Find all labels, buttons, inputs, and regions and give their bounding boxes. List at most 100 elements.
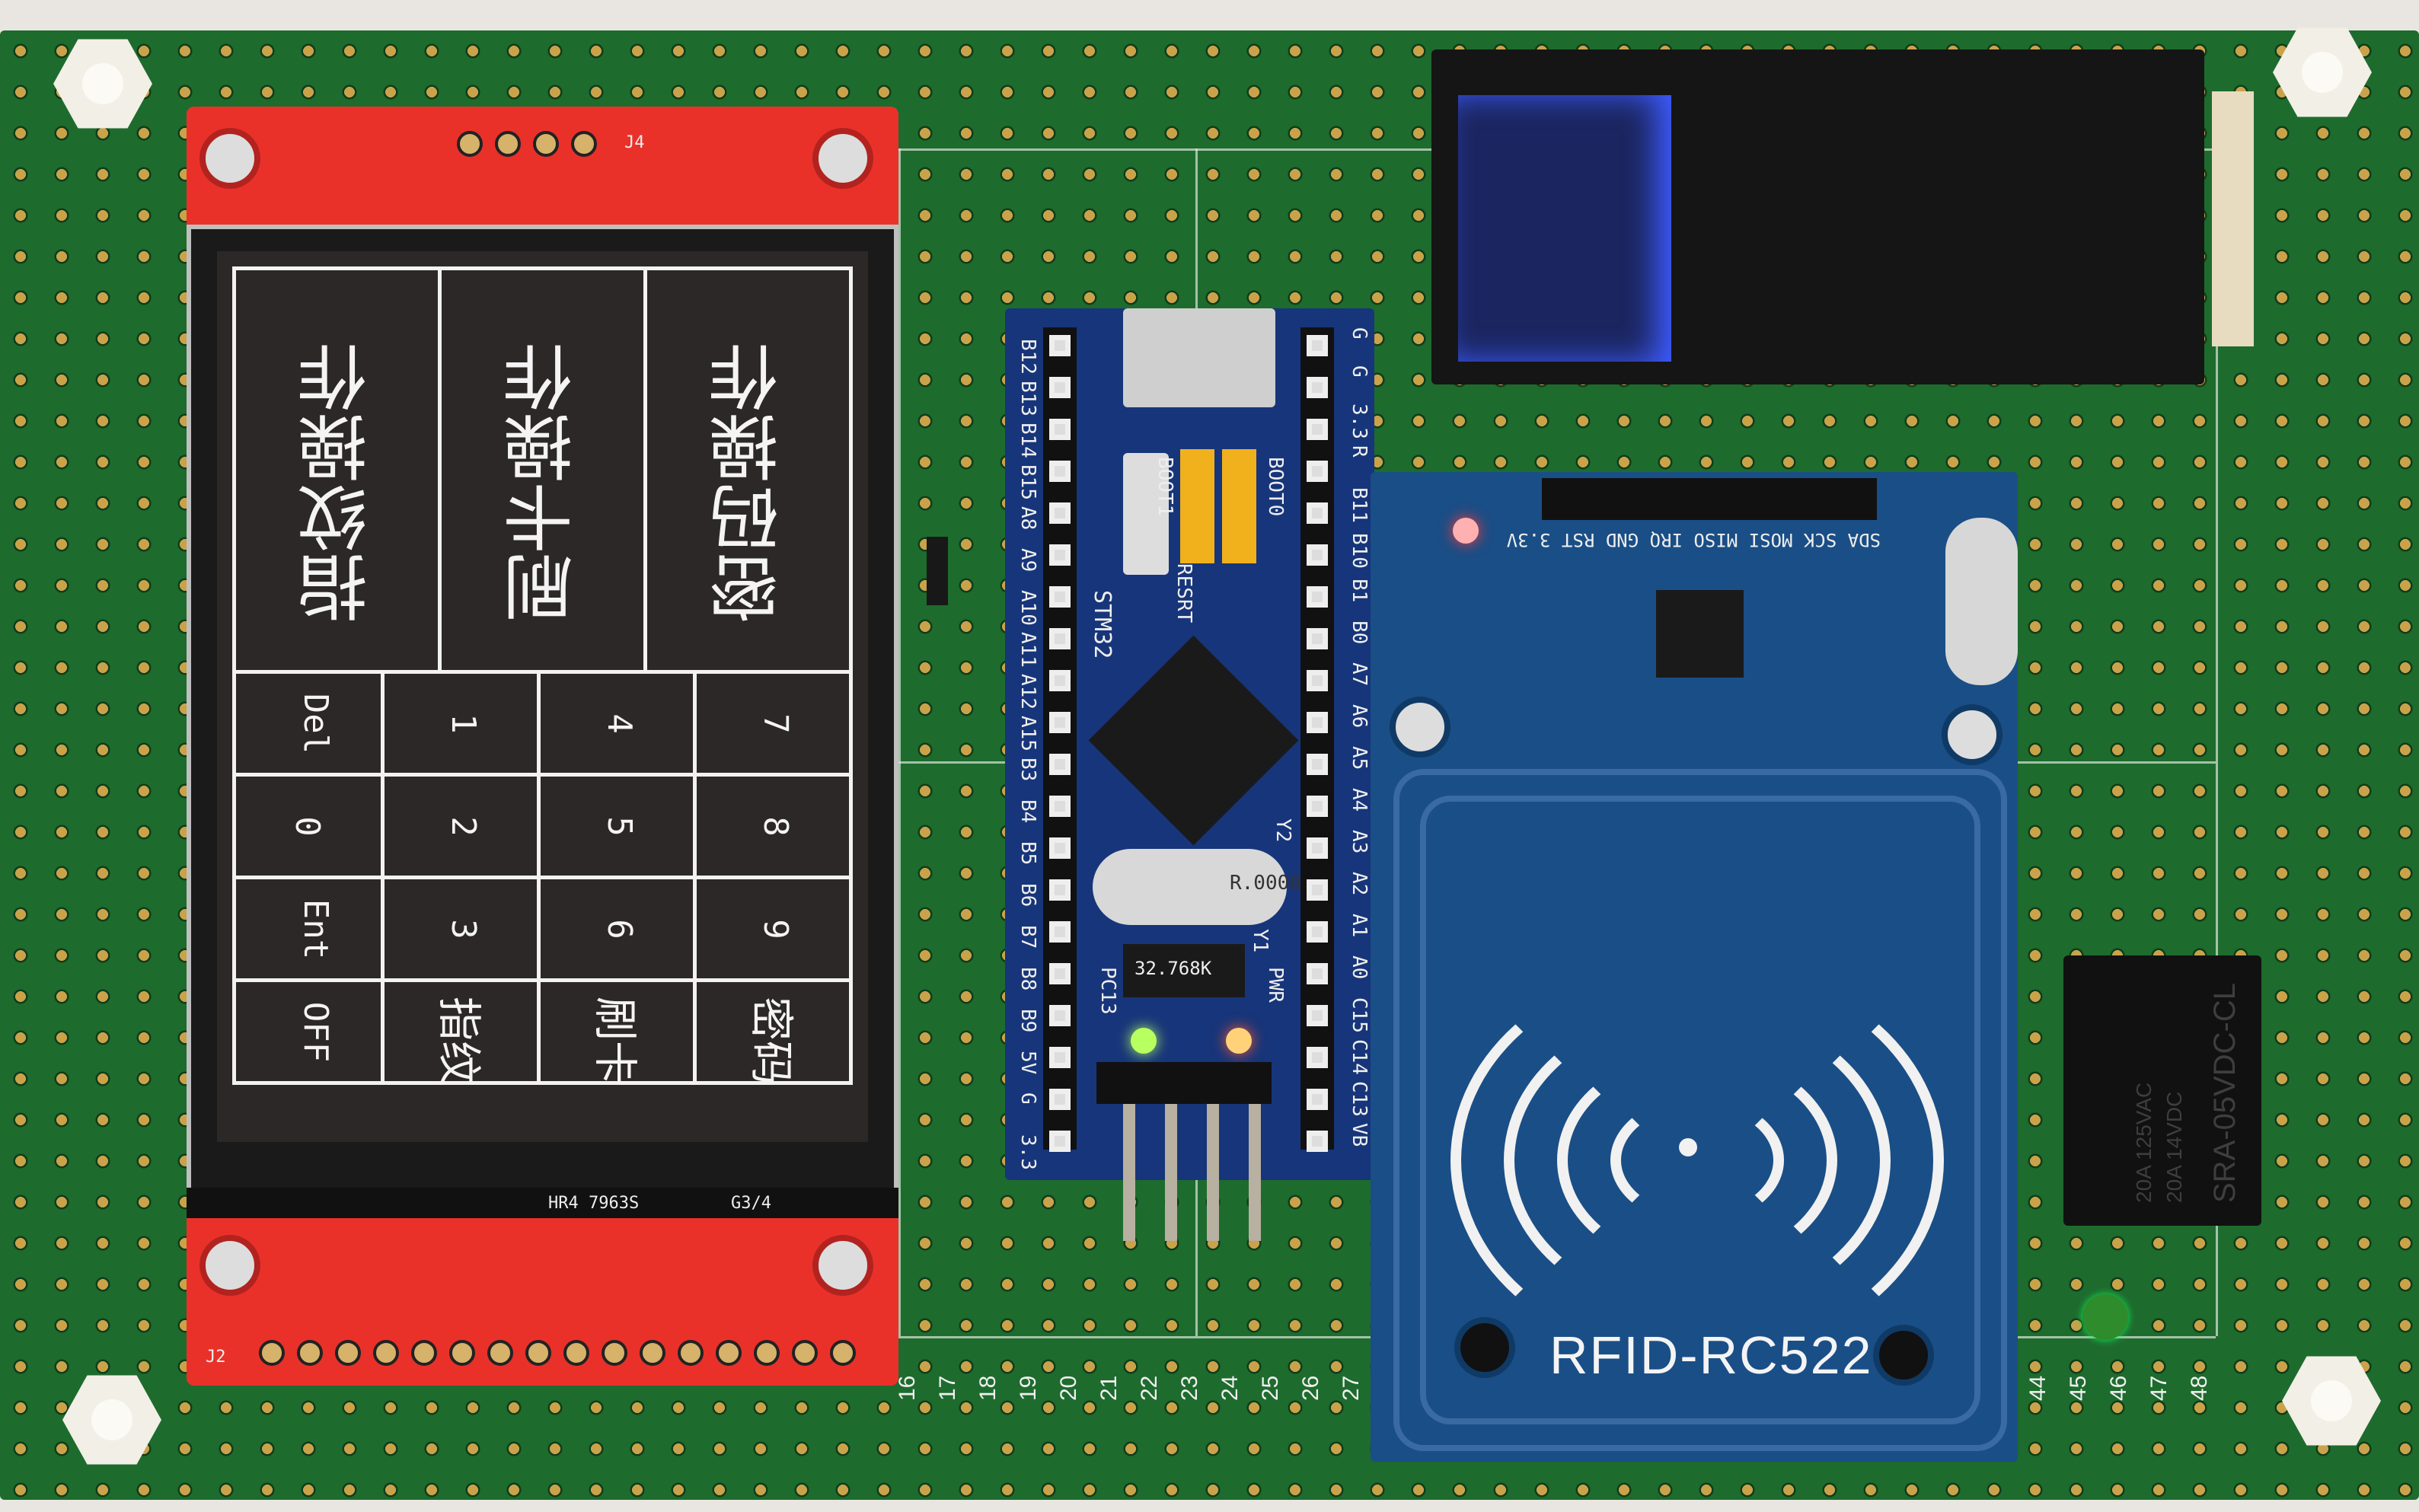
board-number: 48 [2187,1375,2212,1401]
boot-jumper-0[interactable] [1180,449,1214,563]
stm32-pin-label: A15 [1016,716,1039,751]
lcd-label-j2: J2 [206,1348,226,1367]
key-label-5: 5 [599,816,639,837]
key-label-6: 6 [599,919,639,939]
board-number: 22 [1137,1375,1162,1401]
boot1-label: BOOT1 [1154,457,1176,517]
menu-label-password: 密码操作 [709,343,790,623]
stm32-pin-label: B1 [1348,579,1371,603]
status-led-green [2082,1294,2128,1340]
boot0-label: BOOT0 [1264,457,1287,517]
menu-label-card: 刷卡操作 [503,343,585,623]
rfid-mount-hole [1390,697,1450,758]
rfid-mount-hole [1454,1317,1515,1378]
fingerprint-window[interactable] [1458,95,1671,362]
stm32-pin-label: VB [1348,1123,1371,1147]
standoff-bottom-right [2282,1356,2381,1446]
rfid-crystal [1945,518,2018,685]
grid-line [898,148,901,1336]
key-label-4: 4 [599,713,639,734]
y1-label: Y1 [1249,929,1272,953]
stm32-pin-label: C14 [1348,1039,1371,1075]
stm32-pin-label: B8 [1016,967,1039,991]
key-label-7: 7 [755,713,795,734]
stm32-pin-label: C15 [1348,997,1371,1033]
stm32-pin-label: B4 [1016,799,1039,824]
micro-usb-port[interactable] [1123,308,1275,407]
rtc-crystal-label: 32.768K [1135,958,1212,979]
relay-rating-ac: 20A 125VAC [2132,1082,2156,1203]
stm32-pin-label: B0 [1348,620,1371,645]
grid-line [2216,148,2218,1336]
stm32-pin-label: B13 [1016,381,1039,416]
stm32-pin-label: B3 [1016,758,1039,782]
stm32-pin-label: 3.3 [1016,1134,1039,1170]
key-cell[interactable] [693,978,853,1085]
power-led [1226,1028,1252,1054]
rfid-antenna-coil [1420,796,1980,1424]
stm32-pin-label: A4 [1348,788,1371,812]
pwr-label: PWR [1264,967,1287,1003]
stm32-pin-label: A7 [1348,662,1371,687]
board-number: 46 [2106,1375,2131,1401]
key-label-8: 8 [755,816,795,837]
stm32-pin-label: A1 [1348,914,1371,938]
header-pin [533,131,559,157]
stm32-pin-label: B14 [1016,423,1039,458]
lcd-flex-cable [187,1188,898,1218]
lcd-label-j4: J4 [624,133,645,152]
rfid-header [1542,478,1877,520]
stm32-pin-label: 5V [1016,1051,1039,1075]
stm32-pin-label: G [1348,327,1371,340]
key-label-card: 刷卡 [589,996,642,1086]
stm32-pin-label: A12 [1016,674,1039,710]
key-label-1: 1 [443,713,483,734]
reset-button[interactable] [1123,453,1169,575]
board-number: 19 [1016,1375,1041,1401]
stm32-pin-label: B7 [1016,925,1039,949]
lcd-label-part: HR4 7963S [548,1194,640,1213]
board-number: 27 [1339,1375,1364,1401]
stm32-pin-label: A10 [1016,590,1039,626]
pc13-led [1131,1028,1157,1054]
stm32-pin-label: R [1348,445,1371,458]
key-label-9: 9 [755,919,795,939]
board-number: 44 [2025,1375,2050,1401]
board-number: 26 [1298,1375,1323,1401]
lcd-screen [217,251,868,1142]
board-number: 24 [1217,1375,1243,1401]
key-label-0: 0 [287,816,327,837]
rfid-wave-icon [1610,1096,1784,1224]
stm32-pin-label: 3.3 [1348,404,1371,439]
stm32-pin-label: A11 [1016,632,1039,668]
stm32-pin-label: B11 [1348,487,1371,523]
debug-pin [1207,1104,1219,1241]
debug-pin [1123,1104,1135,1241]
rfid-mount-hole [1873,1325,1934,1386]
mount-hole [199,128,260,189]
rfid-antenna-coil [1393,769,2007,1451]
rfid-power-led [1453,518,1479,544]
rc522-chip [1656,590,1744,678]
stm32-pin-label: A0 [1348,955,1371,980]
mount-hole [199,1235,260,1296]
reset-label: RESRT [1173,563,1195,624]
board-number: 25 [1258,1375,1283,1401]
relay-rating-dc: 20A 14VDC [2162,1091,2186,1203]
stm32-pin-label: A3 [1348,830,1371,854]
boot-jumper-1[interactable] [1222,449,1256,563]
menu-label-fingerprint: 指纹操作 [298,343,379,623]
board-number: 20 [1056,1375,1081,1401]
key-label-password: 密码 [745,996,798,1086]
board-number: 23 [1177,1375,1202,1401]
stm32-pin-label: A6 [1348,704,1371,729]
header-pin [457,131,483,157]
board-number: 16 [895,1375,920,1401]
board-number: 45 [2066,1375,2091,1401]
standoff-top-right [2273,27,2372,117]
stm32-pin-label: B9 [1016,1009,1039,1033]
stm32-pin-label: B6 [1016,883,1039,908]
board-number: 17 [935,1375,960,1401]
stm32-pin-label: B10 [1348,533,1371,569]
crystal-label: R.0000 [1230,872,1301,895]
